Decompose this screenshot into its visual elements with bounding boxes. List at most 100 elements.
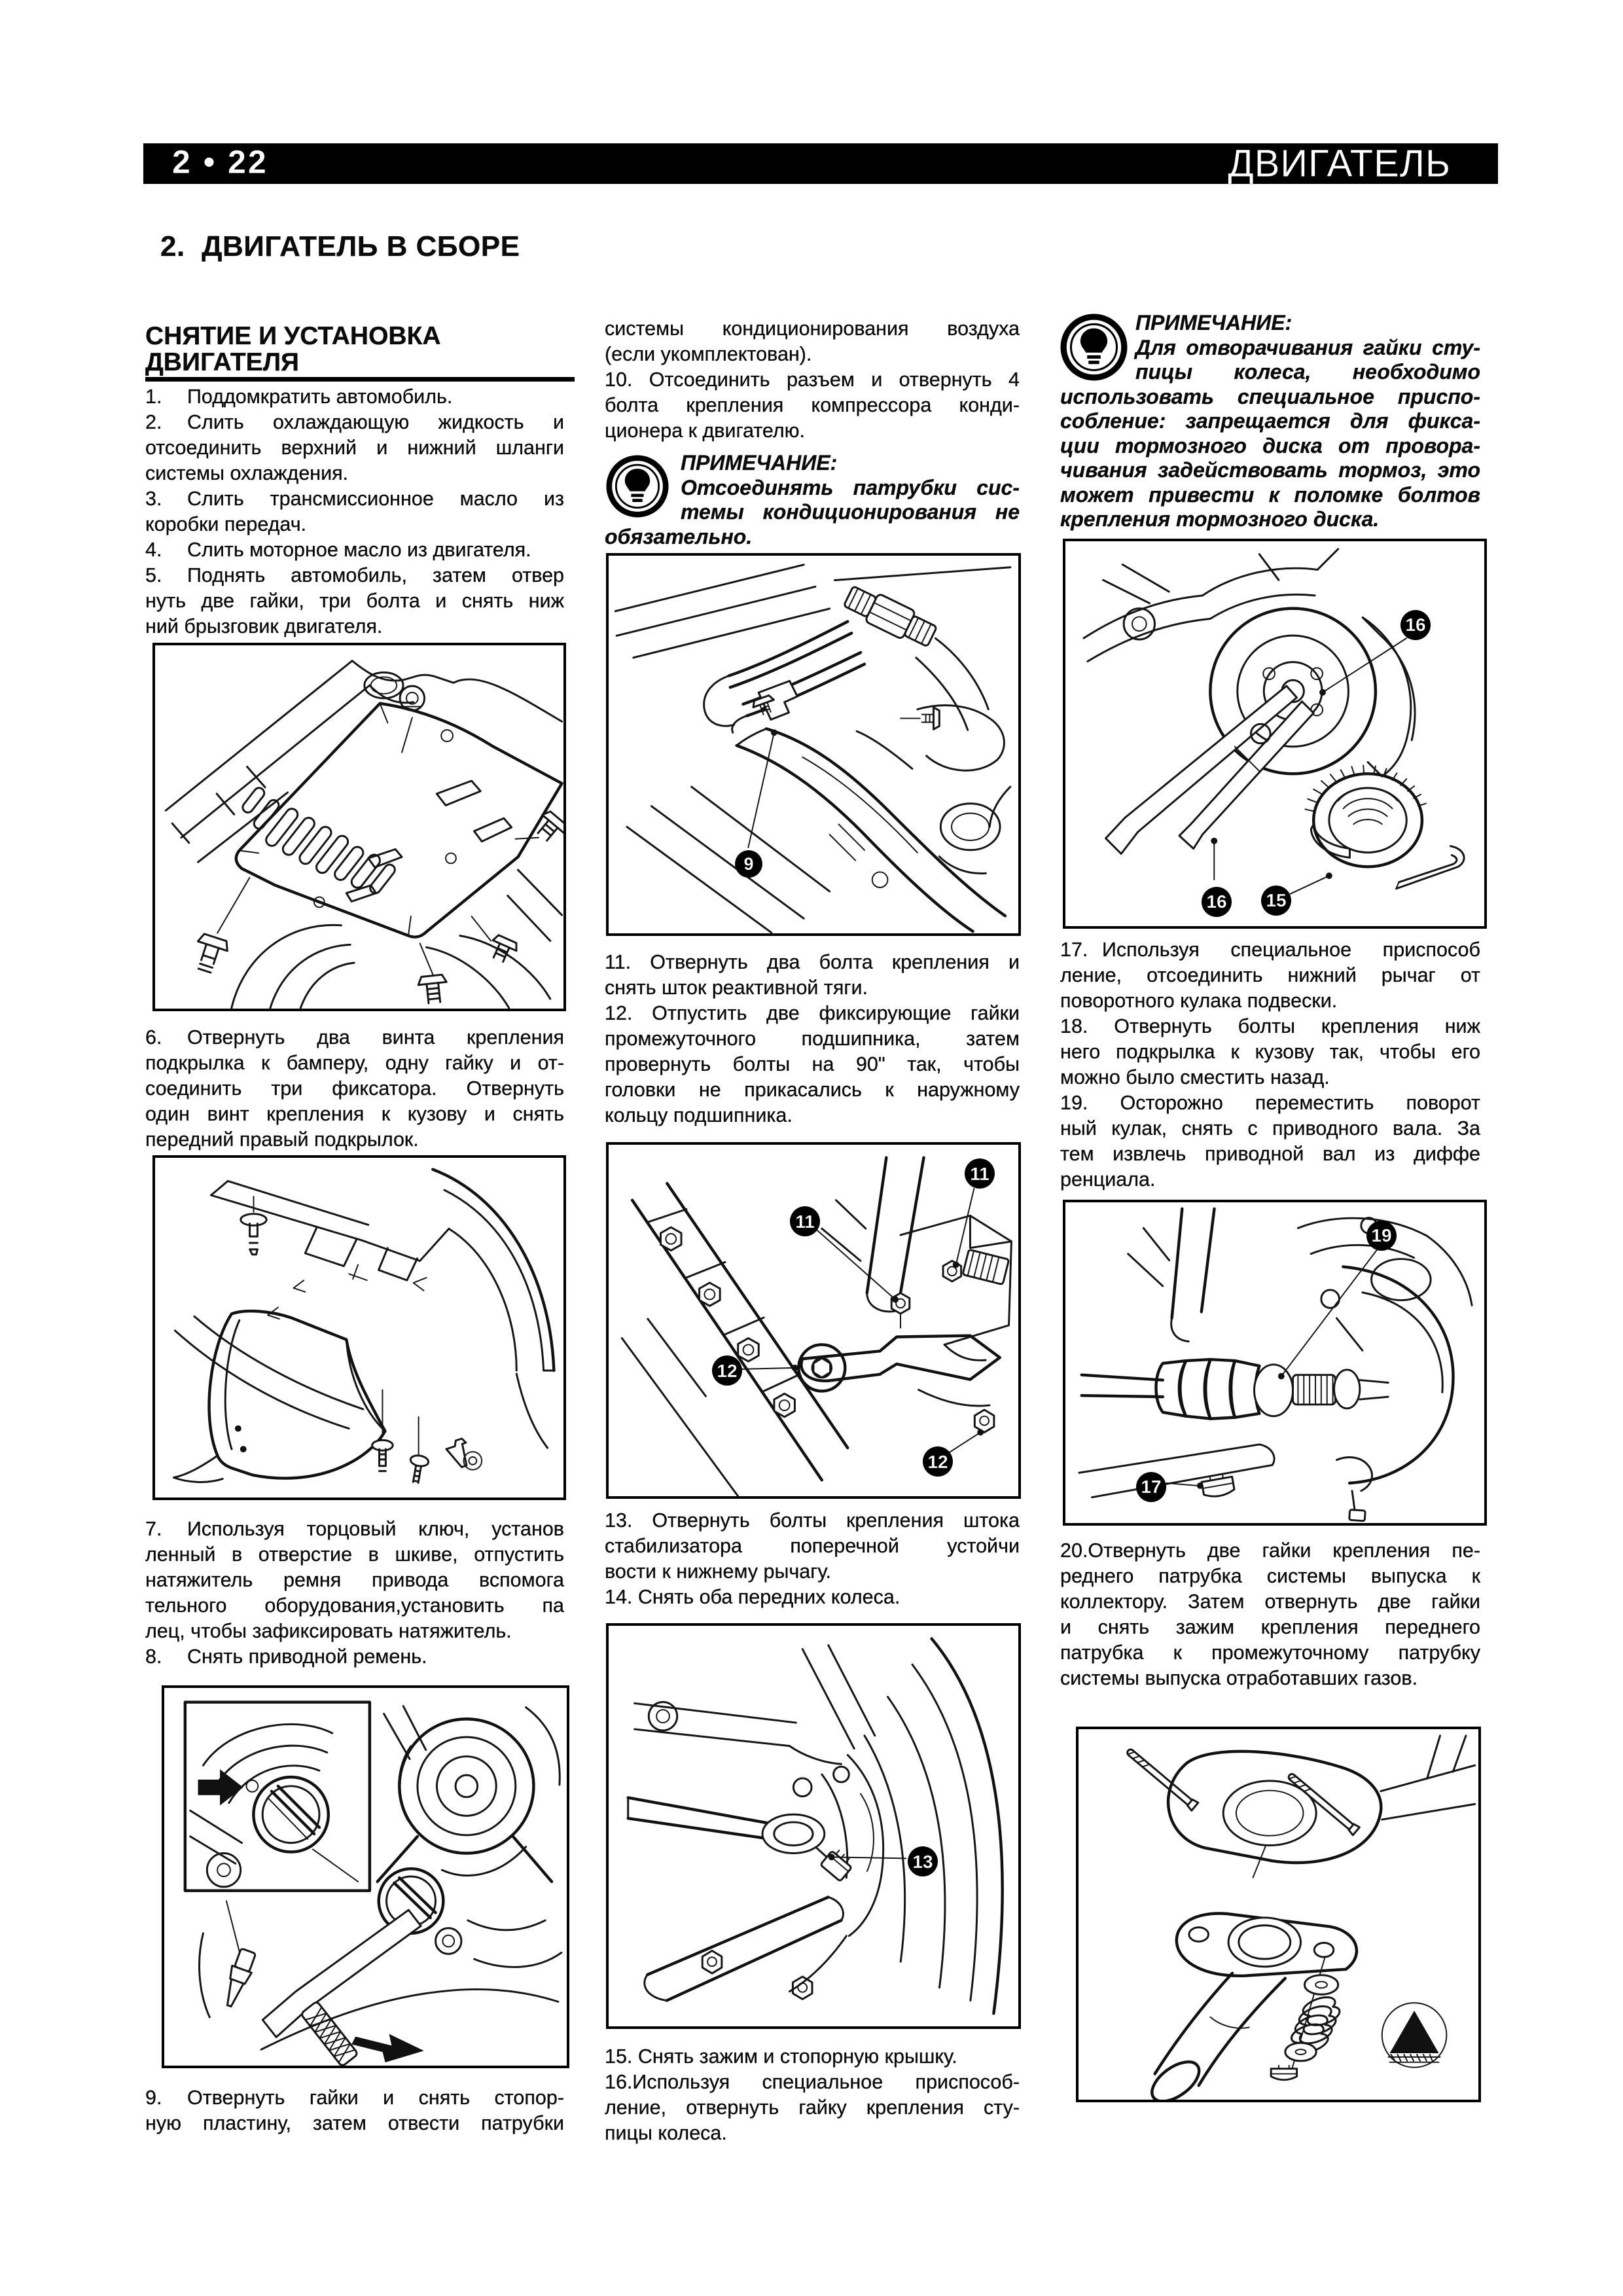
column-3: ПРИМЕЧАНИЕ: Для отворачивания гайки сту-… [1060, 311, 1487, 2102]
paragraph: 15. Снять зажим и стопорную крышку. [605, 2044, 1020, 2070]
paragraph: 14. Снять оба передних колеса. [605, 1585, 1020, 1610]
text-line: коробки передач. [145, 513, 307, 535]
text-line: 7.Используя торцовый ключ, установ [145, 1518, 564, 1540]
steps-1-5: 1.Поддомкратить автомобиль.2.Слить охлаж… [145, 384, 564, 639]
castellated-nut-icon [820, 1849, 852, 1882]
text-line: ление, отсоединить нижний рычаг от [1060, 963, 1480, 986]
text-line: ную пластину, затем отвести патрубки [145, 2112, 564, 2134]
text-line: подкрылка к бамперу, одну гайку и от- [145, 1052, 564, 1074]
paragraph: 13. Отвернуть болты крепления штока стаби… [605, 1508, 1020, 1585]
text-line: 2.Слить охлаждающую жидкость и [145, 411, 564, 433]
paragraph: Для отворачивания гайки сту-пицы колеса,… [1060, 335, 1480, 532]
note-text: Отсоединять патрубки сис-темы кондициони… [605, 475, 1020, 550]
callout-17: 17 [1136, 1471, 1166, 1502]
note-text: Для отворачивания гайки сту-пицы колеса,… [1060, 335, 1480, 532]
bolt-icon [812, 1357, 832, 1379]
bolt-icon [196, 685, 563, 1005]
screw-icon [445, 1437, 468, 1469]
callout-11: 11 [790, 1206, 820, 1236]
text-line: 16.Используя специальное приспособ- [605, 2071, 1020, 2093]
bolt-icon [660, 1226, 796, 1418]
paragraph: 7.Используя торцовый ключ, установ ленный… [145, 1516, 564, 1644]
text-line: провернуть болты на 90" так, чтобы [605, 1053, 1020, 1075]
hub-illustration [626, 1637, 1004, 2015]
text-line: коллектору. Затем отвернуть две гайки [1060, 1590, 1480, 1613]
paragraph: 4.Слить моторное масло из двигателя. [145, 537, 564, 563]
text-line: пицы колеса. [605, 2122, 727, 2144]
step-20: 20.Отвернуть две гайки крепления пе-редн… [1060, 1538, 1480, 1691]
text-line: снять шток реактивной тяги. [605, 977, 868, 999]
steps-7-8: 7.Используя торцовый ключ, установ ленный… [145, 1516, 564, 1670]
text-line: один винт крепления к кузову и снять [145, 1103, 564, 1125]
text-line: крепления тормозного диска. [1060, 507, 1380, 531]
text-line: лец, чтобы зафиксировать натяжитель. [145, 1620, 512, 1642]
figure-undertray [152, 643, 566, 1011]
paragraph: 2.Слить охлаждающую жидкость и отсоединит… [145, 410, 564, 486]
paragraph: 16.Используя специальное приспособ-ление… [605, 2070, 1020, 2146]
nut-icon [1270, 2064, 1298, 2081]
figure-knuckle-tool: 16 16 15 [1063, 538, 1487, 929]
text-line: болта крепления компрессора конди- [605, 394, 1020, 416]
text-line: Отсоединять патрубки сис- [681, 475, 1020, 499]
text-line: (если укомплектован). [605, 343, 812, 365]
text-line: стабилизатора поперечной устойчи [605, 1535, 1020, 1557]
wheel-liner-illustration [172, 1168, 556, 1484]
text-line: 12. Отпустить две фиксирующие гайки [605, 1002, 1020, 1024]
sensor-icon [226, 1948, 257, 2008]
figure-reaction-rod: 11 11 12 12 [606, 1142, 1021, 1499]
note-box: ПРИМЕЧАНИЕ: Отсоединять патрубки сис-тем… [605, 451, 1020, 549]
callout-13: 13 [908, 1846, 938, 1876]
paragraph: 3.Слить трансмиссионное масло из коробки … [145, 486, 564, 537]
text-line: поворотного кулака подвески. [1060, 989, 1338, 1012]
paragraph: 9.Отвернуть гайки и снять стопор-ную пла… [145, 2085, 564, 2136]
stud-bolt-icon [1126, 1748, 1200, 1812]
screw-icon [409, 1454, 430, 1484]
text-line: 20.Отвернуть две гайки крепления пе- [1060, 1539, 1480, 1562]
drive-shaft-illustration [1078, 1207, 1473, 1522]
text-line: ление, отвернуть гайку крепления сту- [605, 2096, 1020, 2119]
clip-icon [240, 1213, 268, 1256]
nut-icon [1200, 1473, 1236, 1498]
column-2: системы кондиционирования воздуха(если у… [605, 316, 1021, 2146]
text-line: передний правый подкрылок. [145, 1128, 419, 1151]
text-line: нуть две гайки, три болта и снять ниж [145, 590, 564, 612]
figure-exhaust-pipe [1076, 1726, 1481, 2102]
bolt-icon [701, 1950, 723, 1975]
stud-bolt-icon [1287, 1772, 1361, 1836]
text-line: Для отворачивания гайки сту- [1135, 335, 1480, 359]
figure-drive-shaft: 19 17 [1063, 1199, 1487, 1526]
bolt-icon [791, 1975, 813, 2001]
text-line: 3.Слить трансмиссионное масло из [145, 488, 564, 510]
note-bulb-icon [1060, 314, 1128, 381]
text-line: ции тормозного диска от провора- [1060, 433, 1480, 457]
text-line: ный кулак, снять с приводного вала. За [1060, 1117, 1480, 1139]
screw-icon [371, 1439, 394, 1473]
text-line: и снять зажим крепления переднего [1060, 1615, 1480, 1638]
paragraph: Отсоединять патрубки сис-темы кондициони… [605, 475, 1020, 550]
text-line: ленный в отверстие в шкиве, отпустить [145, 1543, 564, 1566]
note-title: ПРИМЕЧАНИЕ: [681, 451, 838, 475]
text-line: отсоединить верхний и нижний шланги [145, 437, 564, 459]
step-10-continued: системы кондиционирования воздуха(если у… [605, 316, 1020, 444]
text-line: 18. Отвернуть болты крепления ниж [1060, 1014, 1480, 1037]
callout-12: 12 [923, 1446, 953, 1477]
text-line: 19. Осторожно переместить поворот [1060, 1091, 1480, 1114]
paragraph: системы кондиционирования воздуха(если у… [605, 316, 1020, 367]
text-line: 13. Отвернуть болты крепления штока [605, 1509, 1020, 1532]
text-line: системы охлаждения. [145, 462, 349, 484]
text-line: вости к нижнему рычагу. [605, 1560, 832, 1583]
paragraph: 8.Снять приводной ремень. [145, 1644, 564, 1670]
callout-11: 11 [965, 1158, 995, 1189]
belt-tensioner-illustration [183, 1700, 563, 2066]
paragraph: 18. Отвернуть болты крепления ниж него по… [1060, 1014, 1480, 1090]
text-line: 8.Снять приводной ремень. [145, 1645, 427, 1668]
exhaust-pipe-illustration [1126, 1734, 1476, 2100]
text-line: 5.Поднять автомобиль, затем отвер [145, 564, 564, 586]
note-title: ПРИМЕЧАНИЕ: [1135, 311, 1293, 334]
callout-16: 16 [1202, 886, 1232, 917]
paragraph: 19. Осторожно переместить поворот ный кул… [1060, 1090, 1480, 1193]
text-line: него подкрылка к кузову так, чтобы его [1060, 1040, 1480, 1063]
steps-13-14: 13. Отвернуть болты крепления штока стаби… [605, 1508, 1020, 1610]
